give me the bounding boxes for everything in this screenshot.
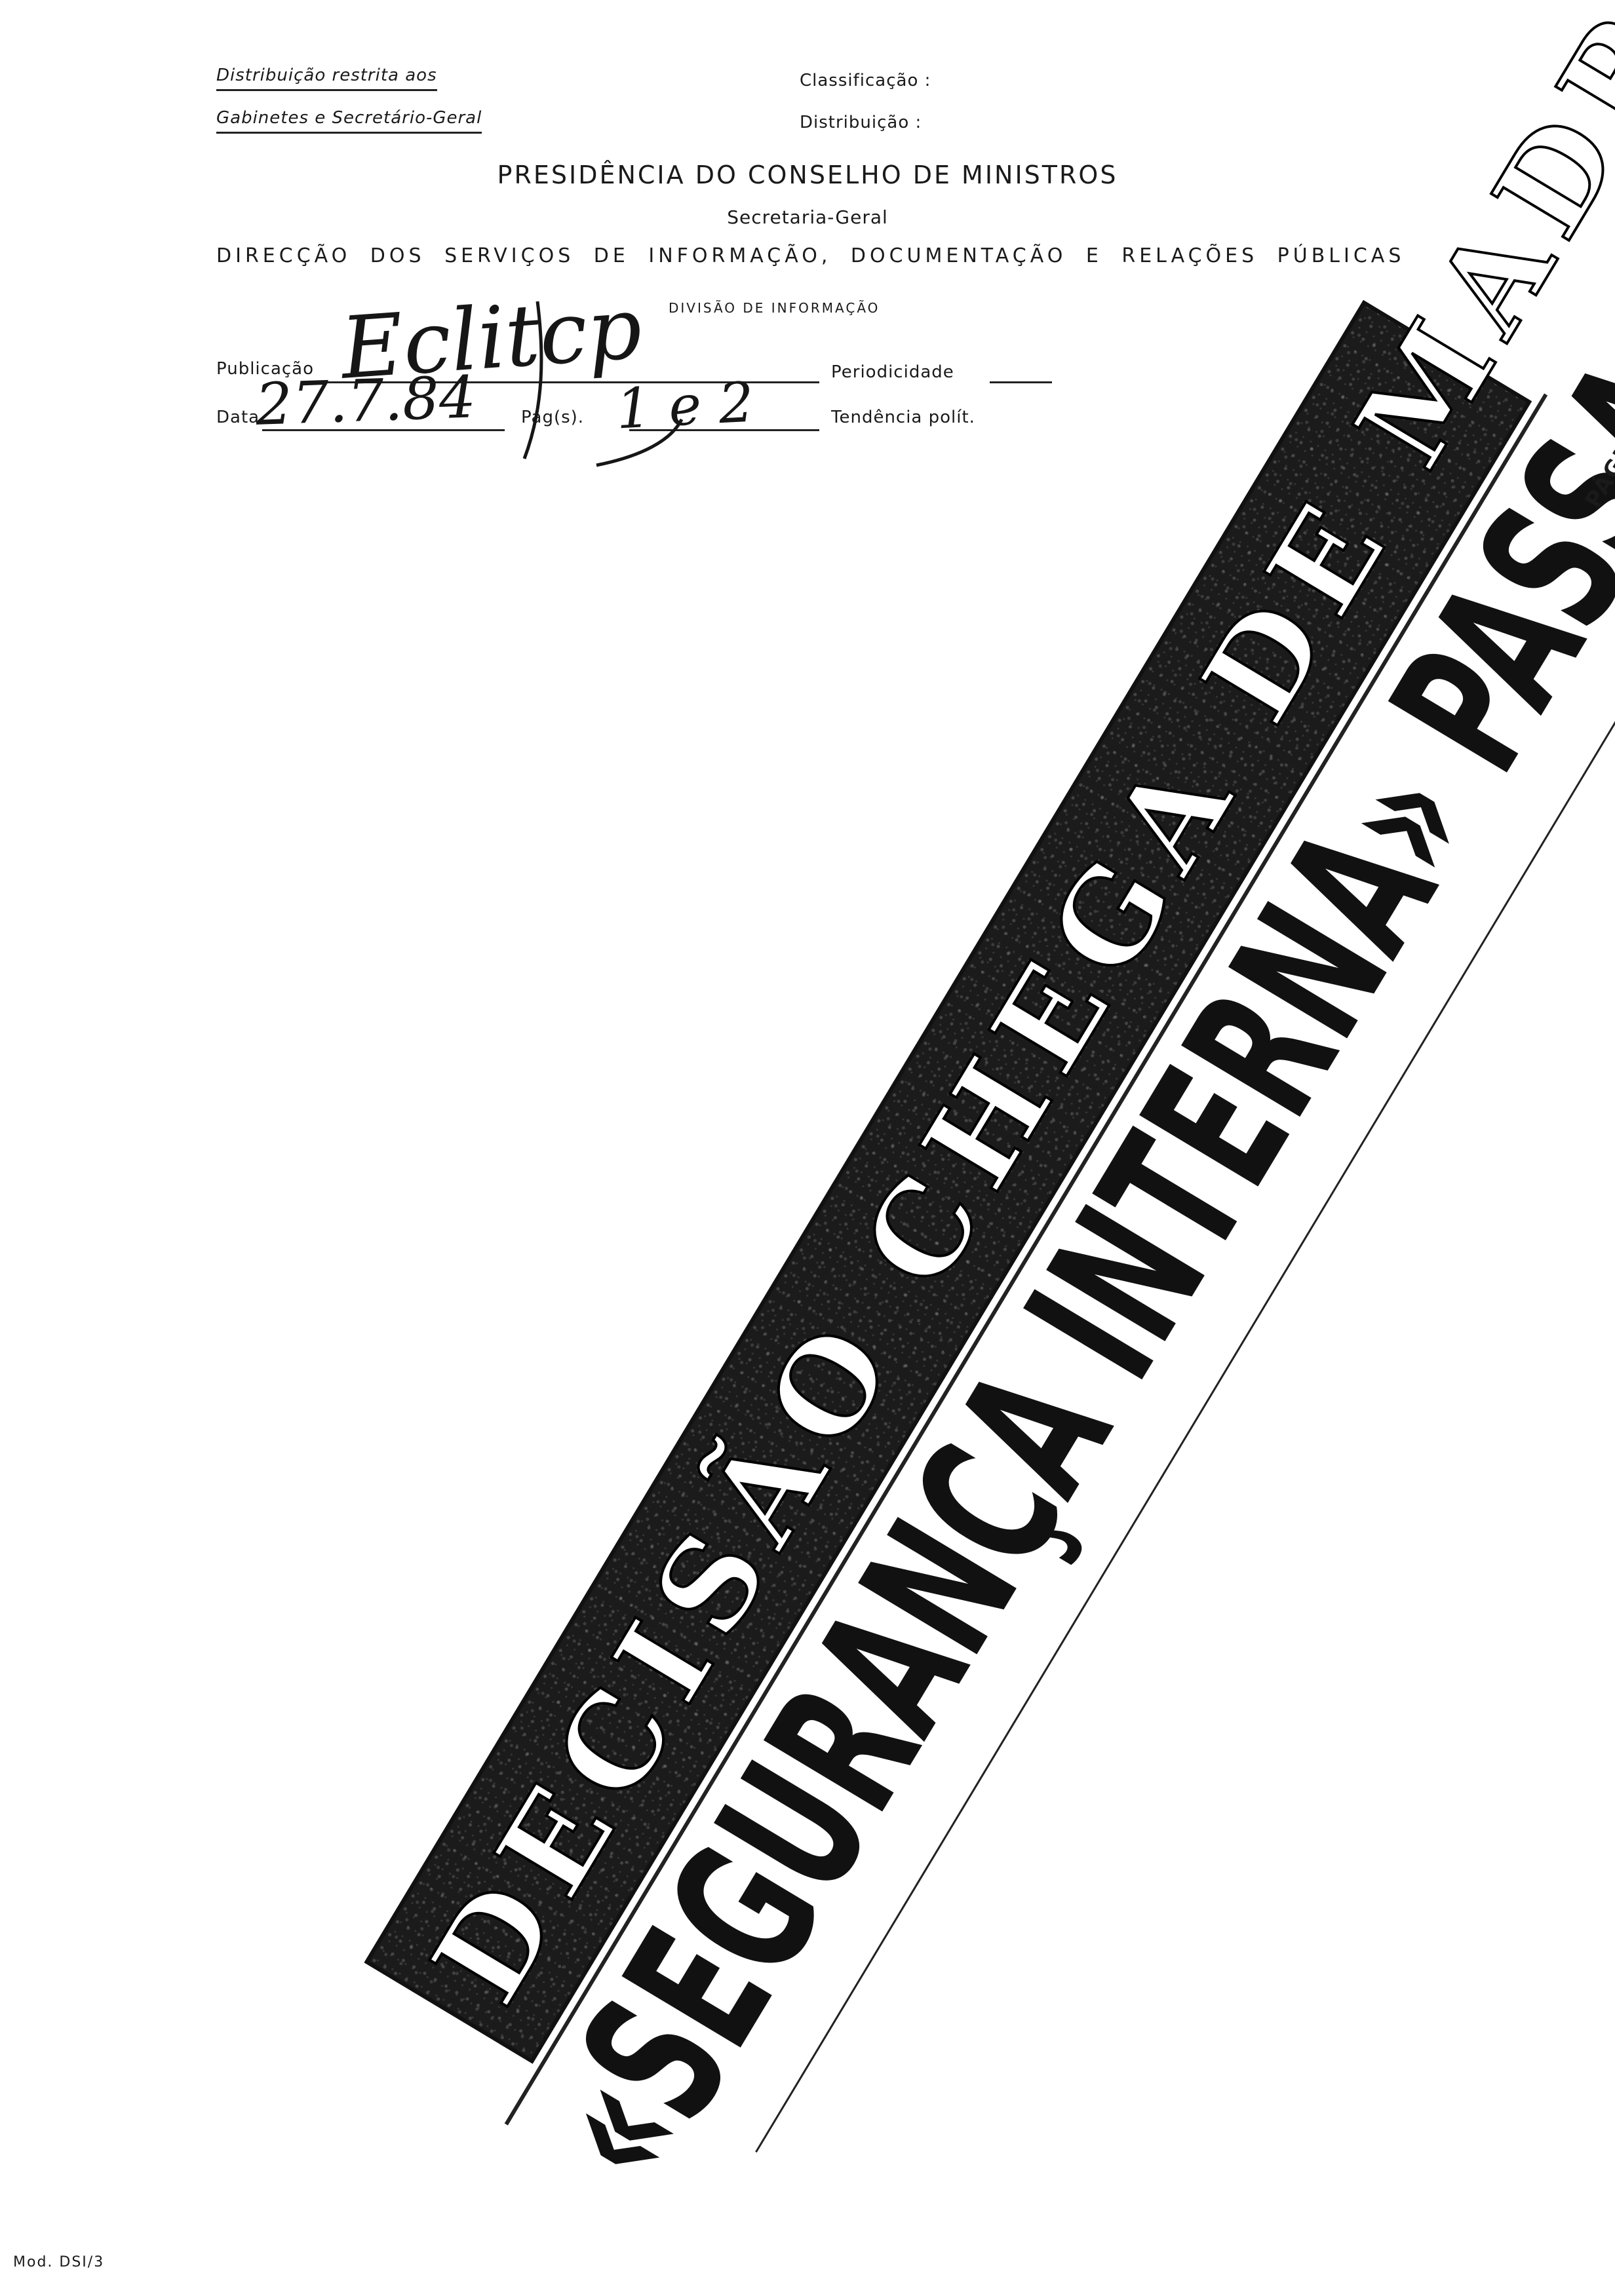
classificacao-label: Classificação : [800, 71, 931, 90]
handwriting-strokes [522, 301, 684, 467]
distribution-restriction-line1: Distribuição restrita aos [216, 66, 437, 91]
tendencia-politica-label: Tendência polít. [831, 408, 975, 427]
secretaria-geral: Secretaria-Geral [727, 206, 888, 228]
model-code: Mod. DSI/3 [13, 2254, 105, 2270]
divisao-informacao: DIVISÃO DE INFORMAÇÃO [669, 300, 880, 316]
data-label: Data [216, 408, 260, 427]
periodicidade-underline-left [990, 381, 1052, 383]
direccao-servicos: DIRECÇÃO DOS SERVIÇOS DE INFORMAÇÃO, DOC… [216, 244, 1405, 267]
distribuicao-label: Distribuição : [800, 113, 922, 132]
clipping-edge-top [504, 393, 1548, 2126]
publicacao-underline [308, 381, 819, 383]
distribution-restriction-line2: Gabinetes e Secretário-Geral [216, 108, 482, 134]
publicacao-label: Publicação [216, 359, 315, 379]
paginas-label: Pág(s). [521, 408, 585, 427]
paginas-underline [629, 429, 819, 431]
data-underline [262, 429, 505, 431]
ministry-title: PRESIDÊNCIA DO CONSELHO DE MINISTROS [497, 161, 1118, 189]
headline-band: DECISÃO CHEGA DE MADRUGADA [364, 0, 1615, 2064]
periodicidade-label: Periodicidade [831, 362, 954, 382]
